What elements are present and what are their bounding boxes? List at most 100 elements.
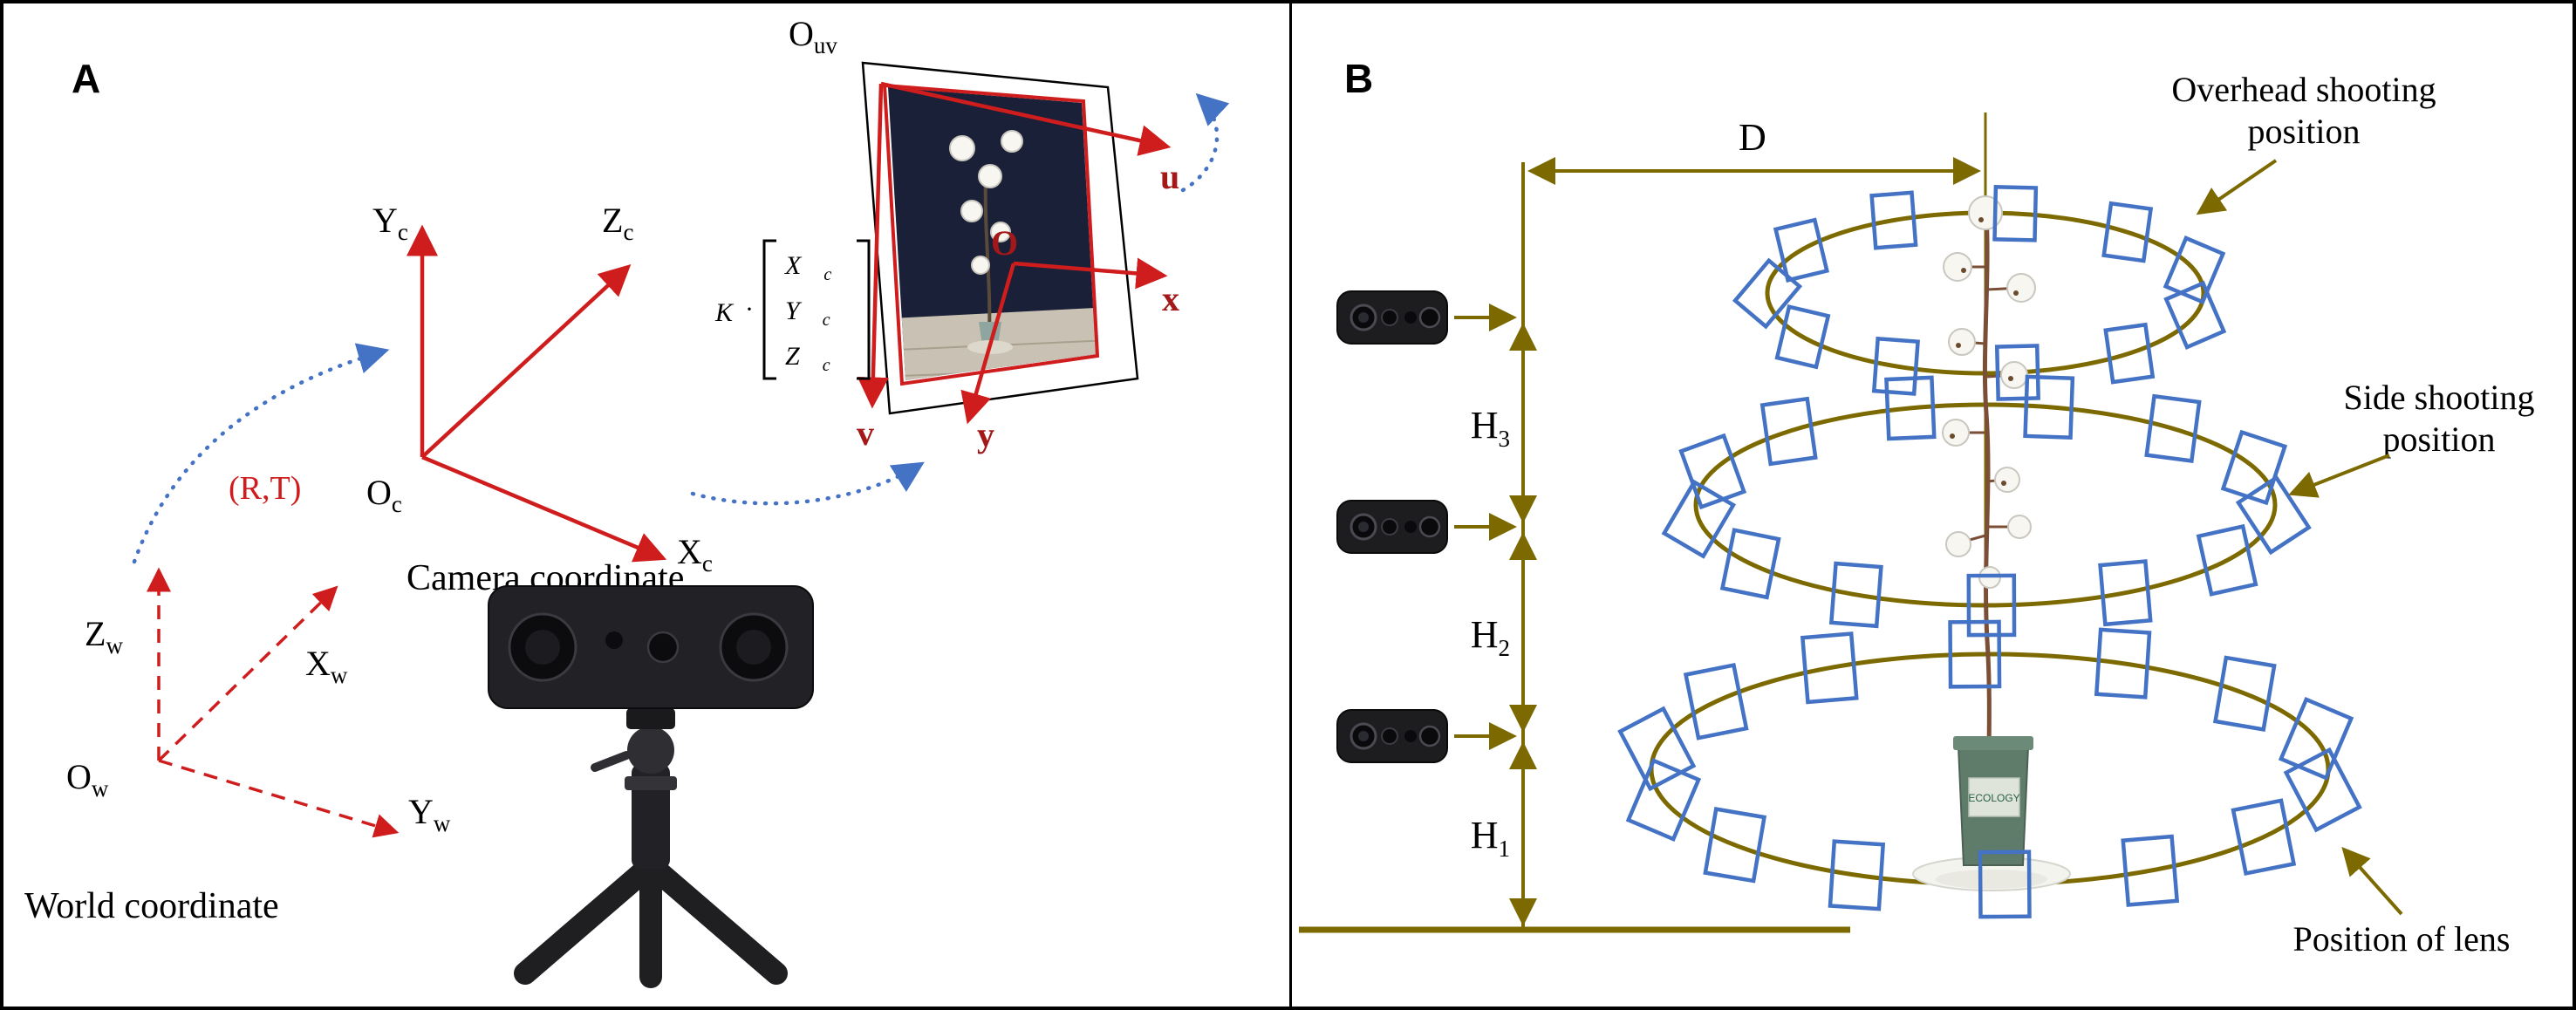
u-axis [880, 81, 1172, 156]
depth-camera-on-tripod [488, 585, 814, 988]
camera-position-marker [1884, 375, 1937, 441]
x-axis [1013, 257, 1168, 290]
camera-position-marker [1774, 304, 1831, 370]
tripod [514, 764, 788, 988]
camera-position-marker [1869, 190, 1918, 250]
matrix-right-bracket [857, 239, 871, 380]
d-dimension-label: D [1739, 116, 1766, 159]
side-annotation-line1: Side shooting [2344, 378, 2535, 417]
camera-position-marker [1683, 662, 1749, 740]
photo-red-frame [882, 83, 1100, 386]
depth-camera-icon-middle [1336, 500, 1448, 554]
panel-b-tag: B [1344, 56, 1373, 101]
camera-position-marker [1828, 839, 1886, 911]
camera-position-marker [2212, 655, 2277, 732]
yw-axis-label: Yw [408, 792, 451, 836]
y-axis-label: y [977, 415, 994, 454]
v-axis [857, 83, 889, 409]
camera-position-marker [2196, 523, 2258, 597]
lens-annotation: Position of lens [2293, 919, 2511, 959]
camera-position-marker [2023, 374, 2075, 440]
camera-position-marker [2094, 627, 2152, 699]
camera-position-marker [2163, 280, 2227, 351]
camera-position-marker [1828, 561, 1883, 629]
cotton-plant: ECOLOGY [1912, 195, 2071, 891]
sample-photo [888, 87, 1096, 380]
camera-position-marker [1948, 619, 2002, 689]
camera-position-marker [1800, 631, 1859, 705]
panel-a: A Yc Zc Oc Xc Camera coordinate (R,T) [3, 3, 1292, 1007]
side-annotation-arrow [2288, 454, 2390, 498]
photo-plant-stem [983, 173, 992, 336]
x-axis-label: x [1162, 279, 1179, 318]
camera-position-marker [2144, 393, 2202, 463]
ball-head [591, 708, 675, 774]
camera-coordinate-axes: Yc Zc Oc Xc [366, 201, 713, 577]
image-plane: Ouv u v x y O [789, 14, 1179, 454]
camera-to-image-projection-arrow [690, 461, 925, 506]
ouv-origin-label: Ouv [789, 14, 837, 58]
y-axis [960, 263, 1016, 425]
world-to-camera-transform-arrow [132, 343, 390, 564]
camera-position-marker [1966, 573, 2017, 638]
overhead-annotation-line1: Overhead shooting [2171, 70, 2436, 109]
camera-position-marker [1625, 758, 1702, 843]
pot-label-text: ECOLOGY [1968, 792, 2019, 804]
dot-operator: · [745, 295, 754, 324]
depth-camera-icon-top [1336, 290, 1448, 345]
camera-position-markers [1617, 185, 2362, 919]
camera-position-marker [2278, 696, 2354, 781]
depth-camera-icons [1336, 290, 1448, 763]
camera-position-marker [2098, 559, 2153, 627]
center-lens-icon [646, 631, 680, 664]
panel-b: B D [1292, 3, 2573, 1007]
ir-sensor-icon [605, 631, 623, 649]
side-annotation-line2: position [2383, 420, 2496, 459]
world-coordinate-label: World coordinate [24, 886, 279, 926]
depth-camera-icon-bottom [1336, 709, 1448, 763]
camera-position-marker [1759, 396, 1818, 467]
panel-a-tag: A [72, 56, 100, 101]
xw-axis-label: Xw [305, 644, 348, 688]
camera-position-marker [1994, 344, 2040, 401]
pot-label [1968, 777, 2020, 817]
stereo-camera-body [488, 585, 814, 709]
camera-position-marker [1992, 185, 2039, 242]
zw-axis-label: Zw [85, 614, 123, 659]
o-principal-point-label: O [991, 223, 1018, 263]
v-axis-label: v [857, 413, 874, 453]
xc-axis-label: Xc [677, 532, 713, 577]
camera-position-marker [1719, 528, 1781, 600]
xc-axis [421, 454, 667, 563]
camera-position-marker [1678, 433, 1747, 510]
camera-position-marker [1732, 257, 1803, 330]
annotations: Overhead shooting position Side shooting… [2171, 70, 2534, 959]
camera-position-marker [1978, 850, 2032, 919]
camera-position-marker [1617, 706, 1697, 792]
camera-position-marker [2163, 235, 2226, 305]
k-label: K [714, 298, 735, 327]
yw-axis [158, 759, 400, 838]
camera-position-marker [2283, 747, 2362, 833]
camera-position-marker [1661, 479, 1737, 559]
yc-axis-label: Yc [372, 201, 408, 245]
camera-position-marker [2235, 474, 2312, 556]
camera-position-marker [2103, 322, 2156, 385]
xw-axis [157, 585, 338, 762]
overhead-annotation-arrow [2196, 159, 2278, 215]
zc-axis [420, 263, 632, 459]
panel-a-graphic: A Yc Zc Oc Xc Camera coordinate (R,T) [24, 14, 1230, 988]
plant-pot: ECOLOGY [1912, 736, 2071, 891]
h1-dimension-label: H1 [1471, 814, 1510, 862]
panel-b-graphic: B D [1299, 56, 2534, 959]
camera-position-marker [2101, 201, 2154, 263]
h2-dimension-label: H2 [1471, 613, 1510, 661]
world-coordinate-axes: Zw Xw Ow Yw [66, 567, 451, 838]
lens-annotation-arrow [2341, 847, 2403, 916]
u-axis-label: u [1160, 157, 1179, 196]
camera-position-marker [1703, 807, 1767, 884]
